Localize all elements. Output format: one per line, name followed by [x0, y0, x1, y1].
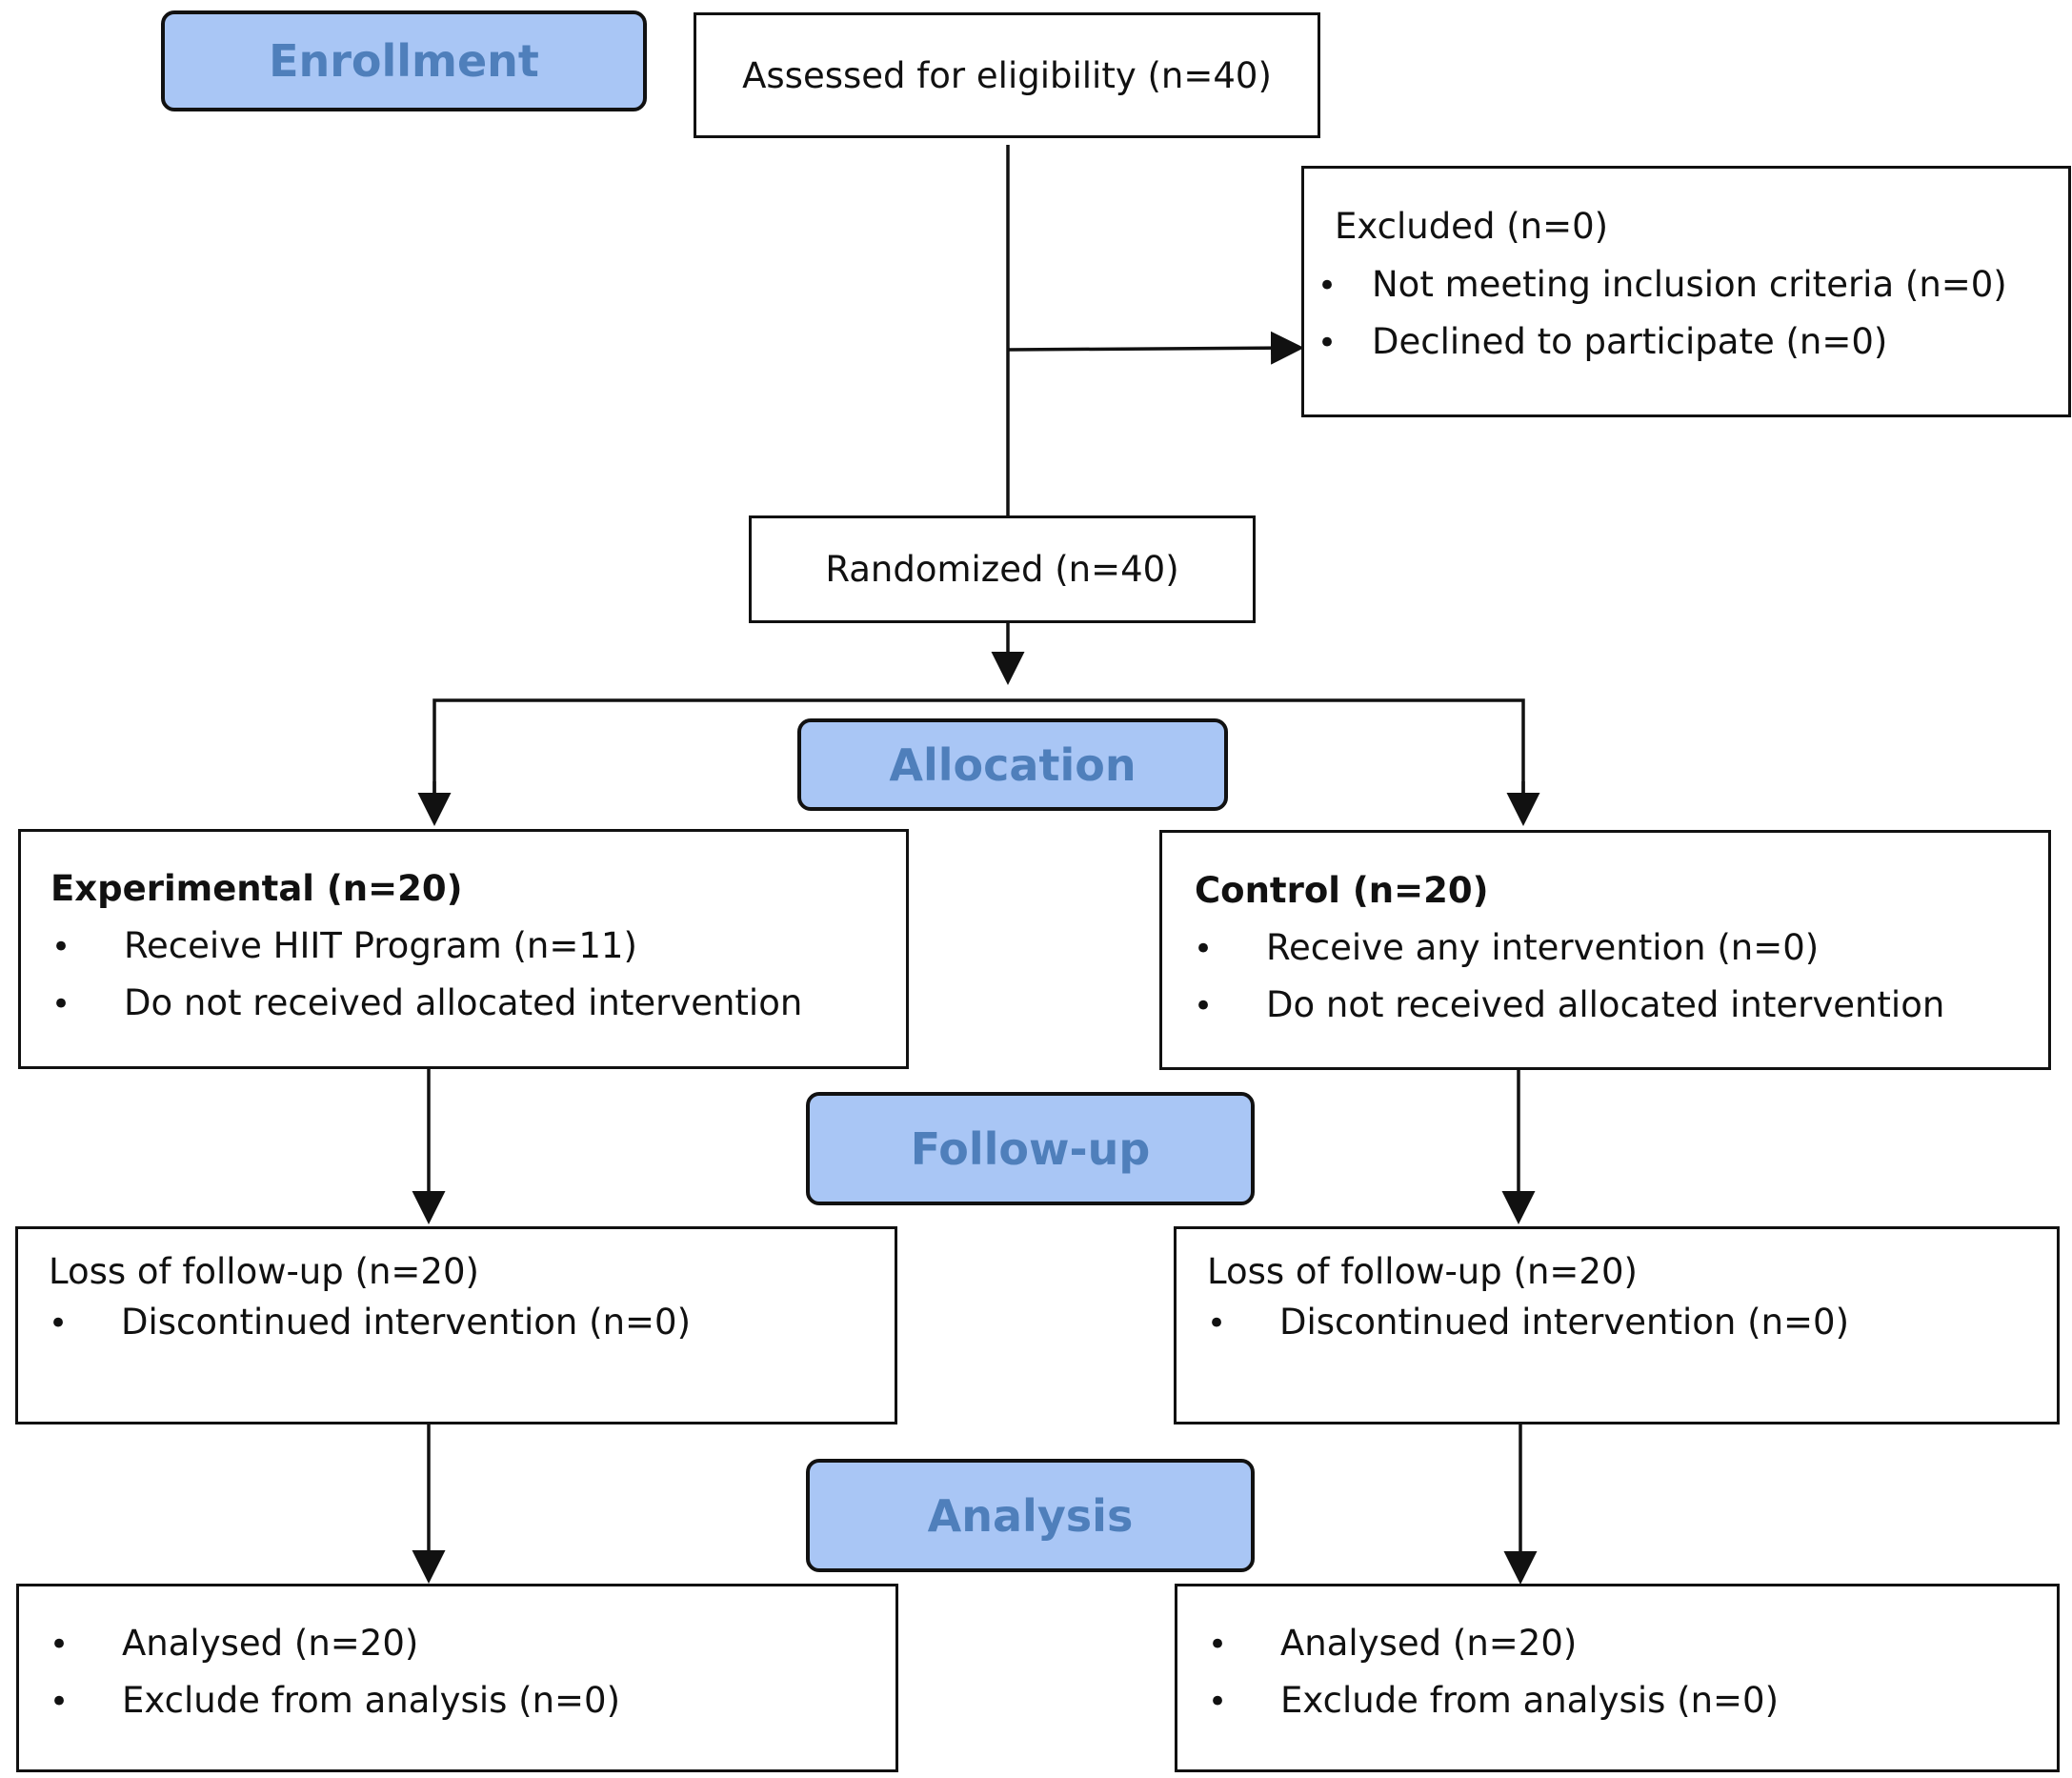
connector-split — [433, 698, 1525, 821]
excluded-box: Excluded (n=0) • Not meeting inclusion c… — [1301, 166, 2071, 417]
bullet-icon: • — [1207, 1304, 1227, 1343]
randomized-label: Randomized (n=40) — [825, 549, 1179, 590]
assessed-box: Assessed for eligibility (n=40) — [694, 12, 1320, 138]
assessed-label: Assessed for eligibility (n=40) — [742, 54, 1272, 96]
bullet-icon: • — [1194, 987, 1214, 1025]
connector-to-excluded — [1007, 331, 1304, 365]
bullet-icon: • — [1318, 267, 1338, 305]
experimental-title: Experimental (n=20) — [50, 868, 463, 909]
control-item: Receive any intervention (n=0) — [1266, 927, 1820, 968]
bullet-icon: • — [51, 985, 71, 1023]
stage-analysis: Analysis — [806, 1459, 1255, 1572]
experimental-followup-item: Discontinued intervention (n=0) — [121, 1302, 691, 1343]
bullet-icon: • — [1318, 324, 1338, 362]
stage-follow-up: Follow-up — [806, 1092, 1255, 1205]
experimental-box: Experimental (n=20) • Receive HIIT Progr… — [18, 829, 909, 1069]
control-analysis-item: Exclude from analysis (n=0) — [1280, 1680, 1780, 1721]
control-title: Control (n=20) — [1195, 870, 1489, 911]
bullet-icon: • — [50, 1626, 70, 1664]
bullet-icon: • — [1208, 1626, 1228, 1664]
experimental-item: Receive HIIT Program (n=11) — [124, 925, 637, 966]
experimental-followup-box: Loss of follow-up (n=20) • Discontinued … — [15, 1226, 897, 1424]
control-followup-item: Discontinued intervention (n=0) — [1279, 1302, 1849, 1343]
experimental-followup-title: Loss of follow-up (n=20) — [49, 1251, 479, 1292]
control-followup-title: Loss of follow-up (n=20) — [1207, 1251, 1638, 1292]
experimental-analysis-box: • Analysed (n=20) • Exclude from analysi… — [16, 1584, 898, 1772]
excluded-title: Excluded (n=0) — [1335, 206, 1609, 247]
bullet-icon: • — [1194, 930, 1214, 968]
experimental-item: Do not received allocated intervention — [124, 982, 803, 1023]
experimental-analysis-item: Exclude from analysis (n=0) — [122, 1680, 621, 1721]
stage-allocation: Allocation — [797, 718, 1228, 811]
experimental-analysis-item: Analysed (n=20) — [122, 1623, 419, 1664]
control-item: Do not received allocated intervention — [1266, 984, 1945, 1025]
bullet-icon: • — [49, 1304, 69, 1343]
control-followup-box: Loss of follow-up (n=20) • Discontinued … — [1174, 1226, 2060, 1424]
randomized-box: Randomized (n=40) — [749, 515, 1256, 623]
control-analysis-box: • Analysed (n=20) • Exclude from analysi… — [1175, 1584, 2060, 1772]
excluded-item: Declined to participate (n=0) — [1372, 321, 1888, 362]
bullet-icon: • — [51, 928, 71, 966]
bullet-icon: • — [50, 1683, 70, 1721]
control-box: Control (n=20) • Receive any interventio… — [1159, 830, 2051, 1070]
bullet-icon: • — [1208, 1683, 1228, 1721]
excluded-item: Not meeting inclusion criteria (n=0) — [1372, 264, 2007, 305]
control-analysis-item: Analysed (n=20) — [1280, 1623, 1578, 1664]
stage-enrollment: Enrollment — [161, 10, 647, 111]
